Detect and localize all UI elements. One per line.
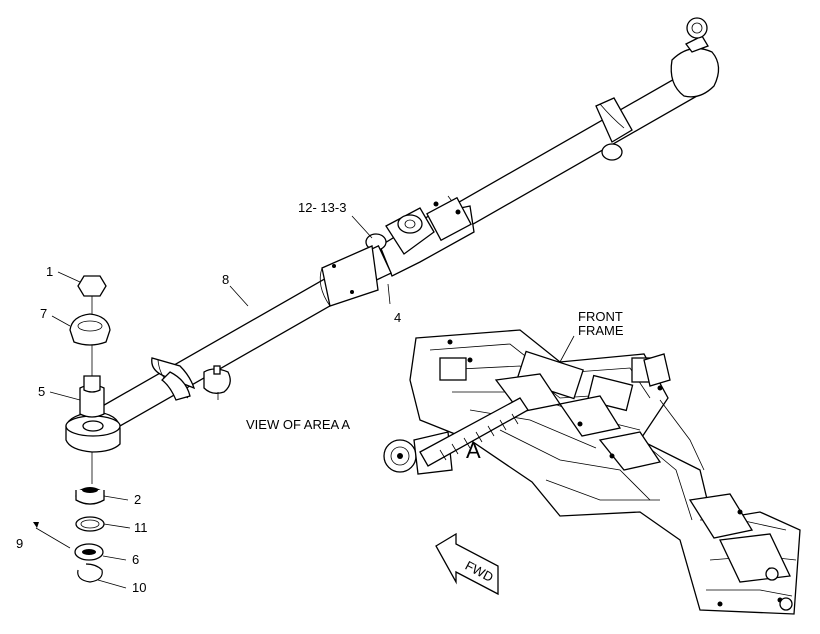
head-end-assembly bbox=[33, 275, 121, 583]
leader-lines bbox=[49, 215, 391, 589]
callout-5: 5 bbox=[38, 384, 45, 399]
fwd-arrow: FWD bbox=[435, 532, 499, 596]
callout-10: 10 bbox=[132, 580, 146, 595]
callout-7: 7 bbox=[40, 306, 47, 321]
callout-2: 2 bbox=[134, 492, 141, 507]
front-frame-label-line2: FRAME bbox=[578, 323, 624, 338]
area-a-label: A bbox=[466, 438, 481, 463]
front-frame-label-line1: FRONT bbox=[578, 309, 623, 324]
callout-12-13-3: 12- 13-3 bbox=[298, 200, 346, 215]
callout-9: 9 bbox=[16, 536, 23, 551]
callout-11: 11 bbox=[134, 520, 148, 535]
front-frame-view bbox=[383, 329, 801, 615]
steering-cylinder bbox=[91, 17, 720, 435]
callout-8: 8 bbox=[222, 272, 229, 287]
callout-1: 1 bbox=[46, 264, 53, 279]
callout-labels: 1 7 5 8 12- 13-3 4 2 11 9 6 10 VIEW OF A… bbox=[16, 200, 624, 595]
callout-4: 4 bbox=[394, 310, 401, 325]
view-of-area-a-label: VIEW OF AREA A bbox=[246, 417, 350, 432]
callout-6: 6 bbox=[132, 552, 139, 567]
